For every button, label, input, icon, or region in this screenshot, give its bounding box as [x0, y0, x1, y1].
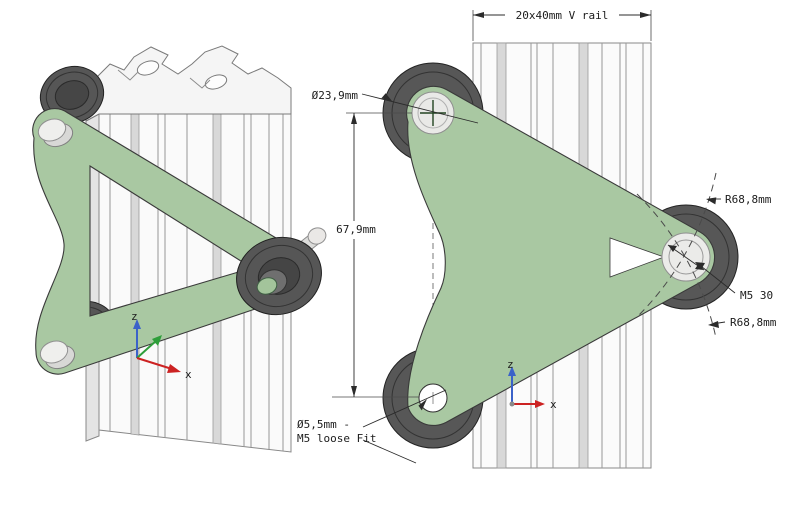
dim-wheel-diameter: Ø23,9mm [312, 89, 479, 124]
z-axis-label: z [507, 358, 514, 371]
dim-radius-upper: R68,8mm [706, 193, 772, 206]
x-axis-label: x [550, 398, 557, 411]
origin-triad-left: z x [131, 310, 192, 381]
y-axis-arrow [152, 335, 162, 346]
dim-rail-width: 20x40mm V rail [472, 9, 652, 41]
bolt-top-left [37, 118, 74, 148]
profile-hole [136, 60, 160, 76]
radius-arc-lower-center [636, 193, 717, 339]
x-axis-arrow [167, 364, 181, 373]
wheel-right-iso [236, 227, 327, 316]
x-axis-arrow [535, 400, 545, 408]
dim-center-distance: 67,9mm [332, 112, 419, 398]
left-isometric-view: z x [32, 45, 327, 453]
plate-boss [256, 277, 278, 295]
dimension-label-radius-upper: R68,8mm [725, 193, 772, 206]
radius-arc-upper-center [636, 172, 717, 318]
crosshair [420, 100, 446, 126]
z-axis-arrow [133, 319, 141, 329]
bolt-bottom-left [39, 340, 76, 370]
x-axis-label: x [185, 368, 192, 381]
z-axis-arrow [508, 366, 516, 376]
dimension-label-hole-1: Ø5,5mm - [297, 418, 350, 431]
dim-hole-spec: Ø5,5mm - M5 loose Fit [297, 389, 447, 464]
right-front-view: z x [382, 42, 739, 469]
origin-dot [509, 401, 515, 407]
dimension-label-distance: 67,9mm [336, 223, 376, 236]
hub-right [661, 232, 711, 282]
dimension-label-diameter: Ø23,9mm [312, 89, 359, 102]
dimension-label-rail: 20x40mm V rail [516, 9, 609, 22]
dimension-label-bolt: M5 30 [740, 289, 773, 302]
plate-v-notch [609, 237, 666, 278]
hub-top [411, 91, 455, 135]
dimensions: 20x40mm V rail 67,9mm Ø23,9mm R68,8mm [297, 9, 777, 464]
carriage-plate-front [406, 85, 716, 427]
hole-bottom [418, 383, 448, 413]
dim-radius-lower: R68,8mm [708, 316, 777, 329]
origin-triad-right: z x [507, 358, 557, 411]
rail-profile-face [85, 45, 292, 122]
z-axis-label: z [131, 310, 138, 323]
profile-hole [204, 74, 228, 90]
dim-bolt-spec: M5 30 [695, 262, 773, 302]
dimension-label-hole-2: M5 loose Fit [297, 432, 376, 445]
dimension-label-radius-lower: R68,8mm [730, 316, 777, 329]
